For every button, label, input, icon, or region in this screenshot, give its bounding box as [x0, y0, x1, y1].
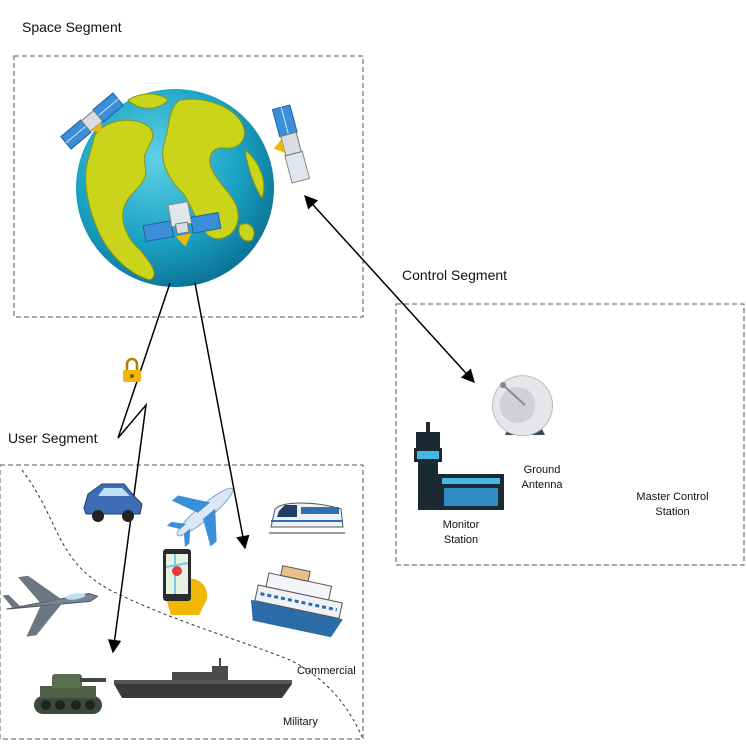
tank-icon: [34, 674, 106, 714]
train-icon: [269, 502, 345, 534]
master-control-label-line2: Station: [655, 506, 690, 518]
satellite-icon: [60, 92, 124, 150]
commercial-signal-arrow: [194, 282, 250, 550]
smartphone-map-icon: [163, 549, 208, 615]
car-icon: [83, 483, 143, 522]
satellite-dish-icon: [492, 375, 553, 437]
globe-icon: [76, 89, 274, 287]
user-segment-label: User Segment: [8, 430, 98, 446]
space-control-link-arrow: [304, 195, 475, 383]
military-signal-arrow: [107, 282, 171, 654]
airplane-icon: [166, 487, 234, 548]
control-segment-box: [395, 303, 745, 566]
space-segment-label: Space Segment: [22, 19, 122, 35]
control-tower-icon: [414, 422, 504, 510]
ground-antenna-label-line1: Ground: [523, 464, 561, 476]
satellite-icon: [271, 104, 311, 184]
cruise-ship-icon: [250, 565, 343, 638]
space-segment-box: [13, 55, 364, 318]
aircraft-carrier-icon: [114, 658, 292, 698]
ground-antenna-label: Ground Antenna: [512, 463, 572, 493]
fighter-jet-icon: [2, 575, 99, 637]
monitor-station-label-line1: Monitor: [442, 519, 480, 531]
master-control-station-label: Master Control Station: [625, 490, 720, 520]
monitor-station-label: Monitor Station: [431, 518, 491, 548]
monitor-station-label-line2: Station: [443, 534, 479, 546]
ground-antenna-label-line2: Antenna: [521, 479, 563, 491]
user-segment-box: [0, 464, 364, 740]
lock-icon: [123, 357, 141, 382]
master-control-label-line1: Master Control: [636, 491, 709, 503]
commercial-label: Commercial: [297, 665, 356, 677]
satellite-icon: [142, 201, 222, 247]
military-label: Military: [283, 716, 318, 728]
